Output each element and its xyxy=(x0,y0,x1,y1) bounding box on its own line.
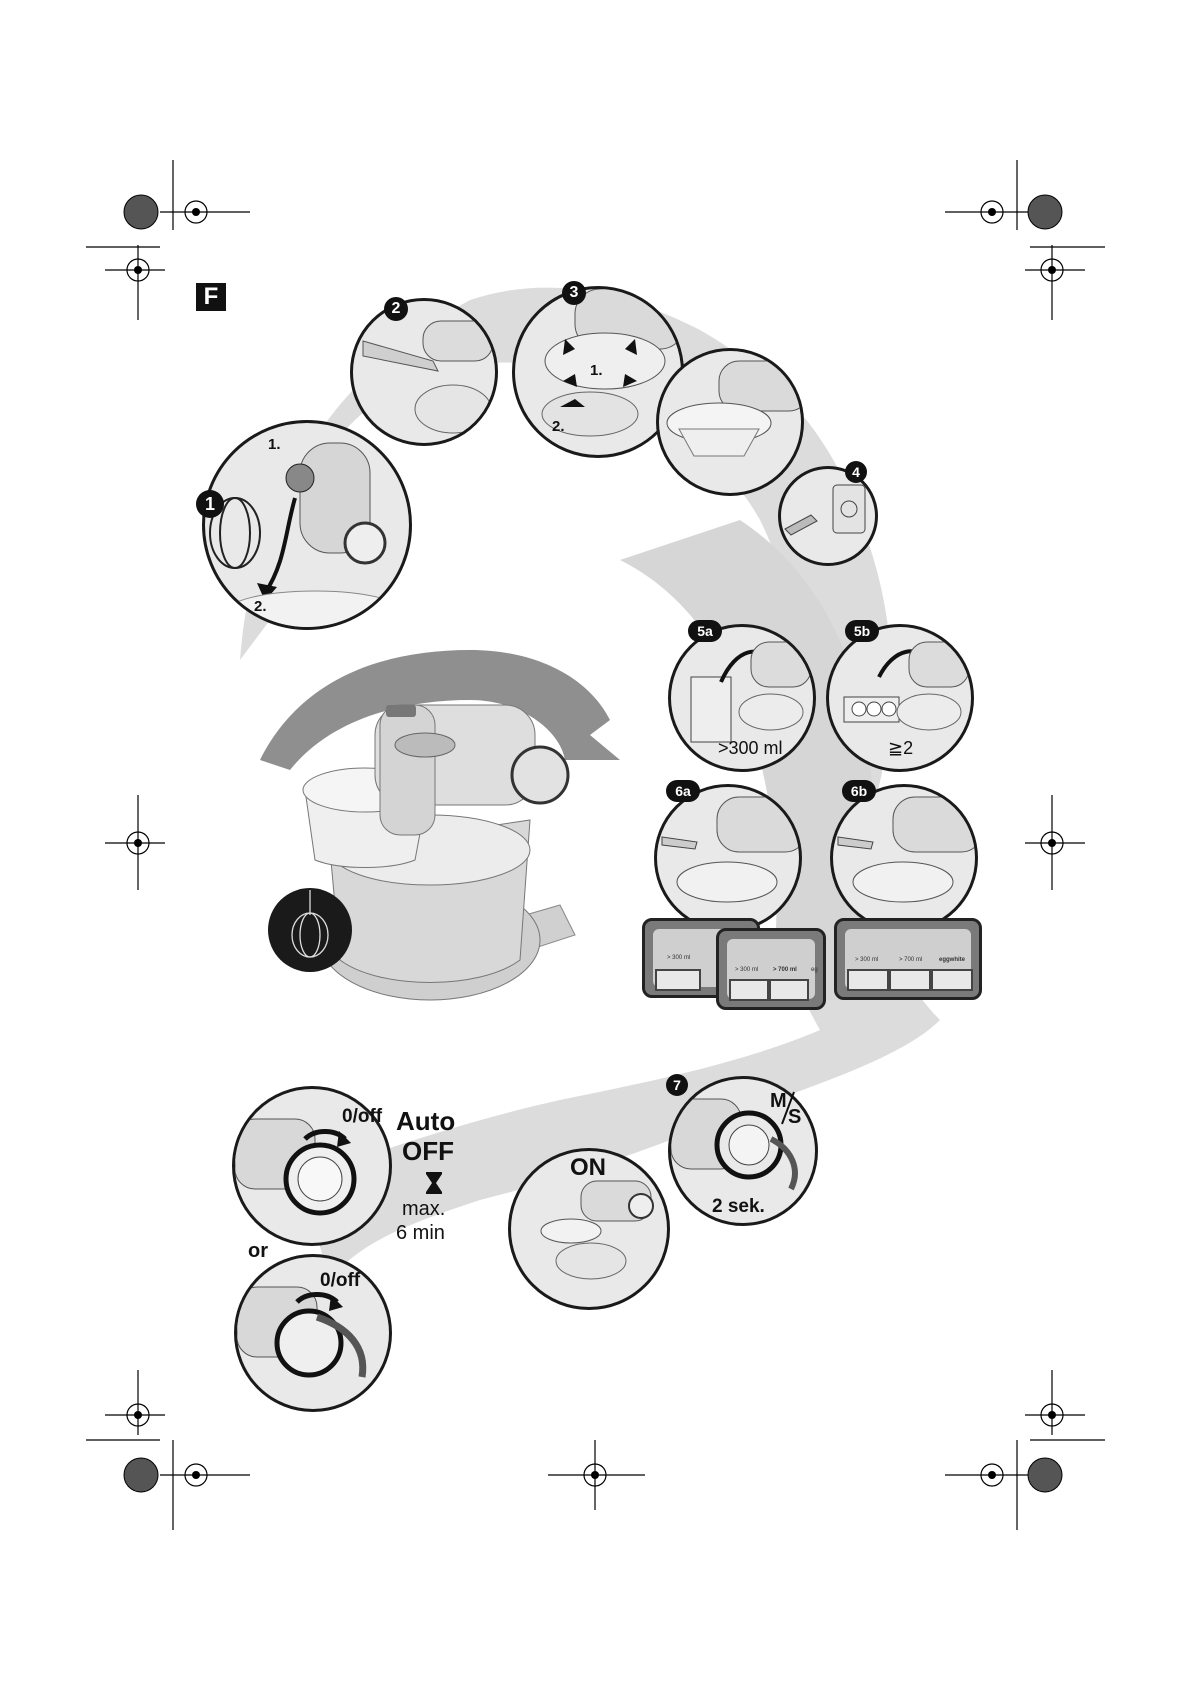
step-3-sub-2: 2. xyxy=(552,418,565,435)
panel-6b-label-3: eggwhite xyxy=(939,957,966,963)
step-3-badge: 3 xyxy=(562,281,586,305)
step-7-duration: 2 sek. xyxy=(712,1196,765,1217)
step-7-image xyxy=(668,1076,818,1226)
step-5a-caption: >300 ml xyxy=(718,738,783,758)
or-label: or xyxy=(248,1240,268,1262)
section-label: F xyxy=(196,283,226,311)
step-6b-image xyxy=(830,784,978,932)
off-knob-image xyxy=(232,1086,392,1246)
panel-6b-label-2: > 700 ml xyxy=(899,957,923,963)
step-1-sub-2: 2. xyxy=(254,598,267,615)
corner-targets xyxy=(123,194,1063,1493)
step-7-mode-s: S xyxy=(788,1106,802,1128)
step-2-badge: 2 xyxy=(384,297,408,321)
step-6b-badge: 6b xyxy=(842,780,876,802)
on-label: ON xyxy=(570,1154,606,1181)
on-image xyxy=(508,1148,670,1310)
auto-off-line-2: OFF xyxy=(402,1136,454,1166)
mode-slash xyxy=(781,1091,795,1125)
step-3-sub-1: 1. xyxy=(590,362,603,379)
step-6a-image xyxy=(654,784,802,932)
off-knob-label-2: 0/off xyxy=(320,1270,361,1291)
step-3-image xyxy=(512,286,684,458)
step-6a-badge: 6a xyxy=(666,780,700,802)
step-5a-badge: 5a xyxy=(688,620,722,642)
panel-6a-button-1[interactable] xyxy=(655,969,701,991)
whisk-inset xyxy=(268,888,352,972)
step-4-image xyxy=(778,466,878,566)
panel-6b-button-3[interactable] xyxy=(931,969,973,991)
registration-marks xyxy=(86,160,1105,1530)
panel-6b-button-1[interactable] xyxy=(847,969,889,991)
auto-off-max: max. xyxy=(402,1198,446,1220)
step-7-mode-m: M xyxy=(770,1090,787,1112)
auto-off-line-1: Auto xyxy=(396,1106,456,1136)
control-panel-6a-front: > 300 ml > 700 ml eg xyxy=(716,928,826,1010)
step-1-sub-1: 1. xyxy=(268,436,281,453)
hourglass-icon xyxy=(426,1172,442,1194)
step-4-badge: 4 xyxy=(845,461,867,483)
panel-6b-label-1: > 300 ml xyxy=(855,957,879,963)
step-5b-caption: ≧2 xyxy=(888,738,914,758)
step-5b-image xyxy=(826,624,974,772)
control-panel-6b: > 300 ml > 700 ml eggwhite xyxy=(834,918,982,1000)
panel-6a-button-3[interactable] xyxy=(769,979,809,1001)
panel-6a-label-2: > 300 ml xyxy=(735,967,759,973)
panel-6a-label-3: > 700 ml xyxy=(773,967,797,973)
step-1-image xyxy=(202,420,412,630)
rotate-arrow xyxy=(260,650,620,770)
step-1-badge: 1 xyxy=(196,490,224,518)
food-processor-illustration xyxy=(302,704,576,1001)
step-2-image xyxy=(350,298,498,446)
panel-6b-button-2[interactable] xyxy=(889,969,931,991)
auto-off-time: 6 min xyxy=(396,1222,445,1244)
bowl-attached-image xyxy=(656,348,804,496)
step-5b-badge: 5b xyxy=(845,620,879,642)
off-knob-label: 0/off xyxy=(342,1106,383,1127)
step-7-badge: 7 xyxy=(666,1074,688,1096)
panel-6a-label-1: > 300 ml xyxy=(667,955,691,961)
panel-6a-button-2[interactable] xyxy=(729,979,769,1001)
off-knob-image-2 xyxy=(234,1254,392,1412)
panel-6a-label-4: eg xyxy=(811,967,818,973)
